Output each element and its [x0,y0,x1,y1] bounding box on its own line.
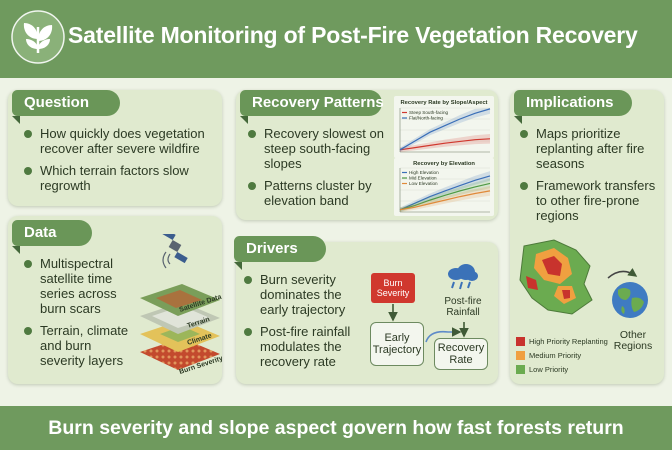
data-bullet: Terrain, climate and burn severity layer… [24,323,134,368]
series-line-2 [399,190,491,211]
series-band-1 [400,108,490,152]
legend-swatch-medium [516,350,525,360]
series-band-0 [400,171,490,212]
recovery-panel: Recovery Patterns Recovery slowest on st… [236,90,498,220]
legend-label-1: Mid Elevation [409,176,437,181]
legend-label-high: High Priority Replanting [529,336,608,346]
elevation-chart-title: Recovery by Elevation [413,161,475,167]
legend-item-medium: Medium Priority [516,348,648,362]
burn-severity-box: Burn Severity [371,273,415,303]
series-line-1 [399,182,491,211]
series-line-1 [399,108,491,151]
drivers-heading: Drivers [234,236,326,270]
recovery-bullets: Recovery slowest on steep south-facing s… [248,126,396,215]
recovery-slope-chart: Recovery Rate by Slope/Aspect Steep Sout… [394,96,494,158]
legend-label-medium: Medium Priority [529,350,582,360]
implications-bullets: Maps prioritize replanting after fire se… [520,126,660,230]
data-heading: Data [12,220,92,254]
question-bullets: How quickly does vegetation recover afte… [24,126,218,200]
recovery-heading: Recovery Patterns [240,90,384,124]
rainfall-label: Post-fire Rainfall [444,296,482,318]
globe-icon [607,268,648,318]
implications-panel: Implications Maps prioritize replanting … [510,90,664,384]
data-bullets: Multispectral satellite time series acro… [24,256,134,375]
arrow-early-to-rate [425,327,462,343]
legend-swatch-low [516,364,525,374]
leaf-logo-icon [11,10,65,64]
slope-chart-title: Recovery Rate by Slope/Aspect [401,100,488,106]
recovery-rate-box: Recovery Rate [434,338,488,370]
drivers-flow-arrows [388,304,469,343]
series-line-0 [399,138,491,151]
drivers-bullet: Burn severity dominates the early trajec… [244,272,366,317]
question-bullet: How quickly does vegetation recover afte… [24,126,218,156]
recovery-bullet: Patterns cluster by elevation band [248,178,396,208]
recovery-elevation-chart: Recovery by Elevation High ElevationMid … [394,158,494,216]
implications-bullet: Maps prioritize replanting after fire se… [520,126,660,171]
data-bullet: Multispectral satellite time series acro… [24,256,134,316]
legend-item-high: High Priority Replanting [516,334,648,348]
drivers-bullet: Post-fire rainfall modulates the recover… [244,324,366,369]
question-heading: Question [12,90,120,124]
legend-label-0: Steep South-facing [409,110,449,115]
satellite-icon [162,234,188,269]
question-panel: Question How quickly does vegetation rec… [8,90,222,206]
header-banner: Satellite Monitoring of Post-Fire Vegeta… [0,0,672,78]
legend-label-low: Low Priority [529,364,569,374]
rain-cloud-icon [448,264,478,290]
page-title: Satellite Monitoring of Post-Fire Vegeta… [68,22,638,48]
question-bullet: Which terrain factors slow regrowth [24,163,218,193]
drivers-bullets: Burn severity dominates the early trajec… [244,272,366,376]
legend-label-1: Flat/North-facing [409,116,443,121]
series-line-0 [399,175,491,211]
data-panel: Data Multispectral satellite time series… [8,216,222,384]
implications-heading: Implications [514,90,632,124]
priority-map [519,239,593,315]
recovery-bullet: Recovery slowest on steep south-facing s… [248,126,396,171]
other-regions-label: Other Regions [613,329,653,352]
implications-bullet: Framework transfers to other fire-prone … [520,178,660,223]
legend-swatch-high [516,336,525,346]
early-trajectory-box: Early Trajectory [370,322,424,366]
legend-item-low: Low Priority [516,362,648,376]
priority-legend: High Priority Replanting Medium Priority… [516,334,648,376]
legend-label-2: Low Elevation [409,181,438,186]
data-layer-stack: Satellite Data Terrain Climate Burn Seve… [140,234,222,376]
legend-label-0: High Elevation [409,170,439,175]
footer-banner: Burn severity and slope aspect govern ho… [0,406,672,450]
footer-conclusion: Burn severity and slope aspect govern ho… [48,417,624,439]
